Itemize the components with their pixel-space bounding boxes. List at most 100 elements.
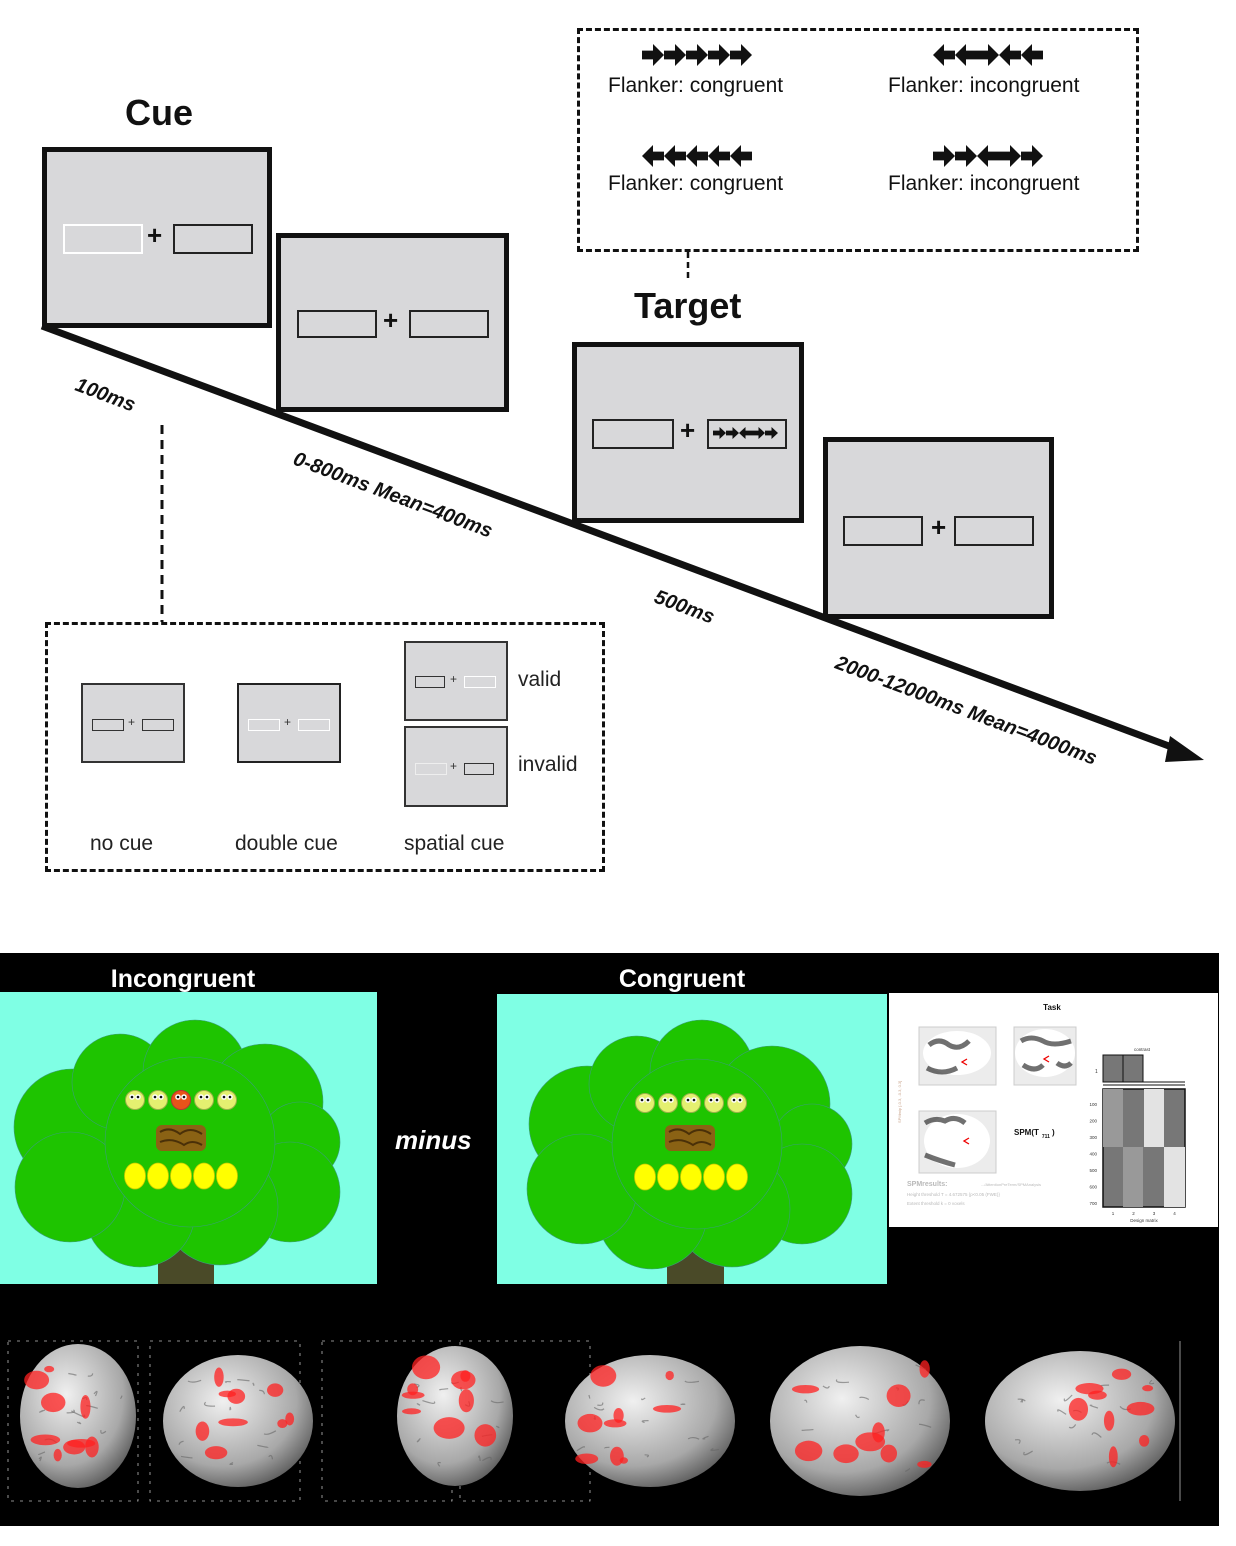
brain-renders-row <box>0 1331 1219 1521</box>
arrow-left-icon <box>642 145 664 167</box>
egg-row <box>634 1163 748 1191</box>
activation-cluster <box>44 1365 55 1373</box>
arrow-left-icon <box>977 145 999 167</box>
arrow-left-icon <box>730 145 752 167</box>
cue-conditions-box <box>45 622 605 872</box>
egg-icon <box>147 1162 169 1190</box>
iti-screen: + <box>823 437 1054 619</box>
activation-cluster <box>40 1392 66 1413</box>
brain-view-top <box>985 1351 1175 1491</box>
left-box <box>415 676 445 688</box>
bird-icon <box>704 1093 724 1113</box>
activation-cluster <box>458 1389 474 1413</box>
right-box <box>464 763 494 775</box>
brain-view-right-lateral <box>163 1355 313 1487</box>
odd-bird-icon <box>171 1090 191 1110</box>
double-cue-screen: + <box>237 683 341 763</box>
design-matrix-label: Design matrix <box>1130 1218 1158 1223</box>
arrow-left-icon <box>955 44 977 66</box>
activation-cluster <box>285 1412 295 1426</box>
y-tick-label: 300 <box>1089 1135 1097 1140</box>
activation-cluster <box>652 1404 682 1413</box>
spm-results-heading: SPMresults: <box>907 1181 947 1188</box>
x-tick-label: 3 <box>1153 1211 1156 1216</box>
bird-icon <box>194 1090 214 1110</box>
bird-icon <box>635 1093 655 1113</box>
brain-view-left-lateral <box>565 1355 735 1487</box>
activation-cluster <box>277 1419 288 1429</box>
no-cue-screen: + <box>81 683 185 763</box>
activation-cluster <box>195 1421 210 1441</box>
arrow-right-icon <box>752 427 765 439</box>
target-arrow-string <box>713 424 783 447</box>
arrow-right-icon <box>642 44 664 66</box>
y-tick-label: 500 <box>1089 1168 1097 1173</box>
congruent-scene <box>497 994 887 1284</box>
x-tick-label: 4 <box>1173 1211 1176 1216</box>
right-box <box>954 516 1034 546</box>
activation-cluster <box>204 1446 228 1460</box>
flanker-examples-box <box>577 28 1139 252</box>
activation-cluster <box>833 1444 859 1464</box>
activation-cluster <box>590 1365 617 1387</box>
egg-icon <box>680 1163 702 1191</box>
activation-cluster <box>791 1384 820 1394</box>
activation-cluster <box>919 1360 930 1378</box>
arrow-right-icon <box>713 427 726 439</box>
activation-cluster <box>1126 1401 1155 1416</box>
arrow-right-icon <box>999 145 1021 167</box>
activation-cluster <box>53 1448 62 1462</box>
activation-cluster <box>24 1370 50 1390</box>
glass-brain-axis-label: SPMmip [-0.3, -0.3, 0.3] <box>897 1081 902 1123</box>
activation-cluster <box>218 1390 236 1398</box>
y-tick-label: 100 <box>1089 1102 1097 1107</box>
fixation-cross: + <box>383 305 399 335</box>
left-box <box>592 419 674 449</box>
right-box <box>142 719 174 731</box>
arrow-right-icon <box>1021 145 1043 167</box>
y-tick-label: 400 <box>1089 1152 1097 1157</box>
activation-cluster <box>67 1439 96 1448</box>
arrow-left-icon <box>708 145 730 167</box>
activation-cluster <box>855 1432 886 1452</box>
activation-cluster <box>613 1408 624 1423</box>
fixation-cross: + <box>450 672 458 686</box>
activation-cluster <box>218 1418 248 1427</box>
nest <box>156 1125 206 1151</box>
left-box <box>92 719 124 731</box>
design-matrix <box>1102 1088 1186 1208</box>
flanker-condition-label: Flanker: incongruent <box>888 172 1080 195</box>
flanker-arrow-row <box>933 145 1043 167</box>
bird-icon <box>681 1093 701 1113</box>
arrow-right-icon <box>664 44 686 66</box>
activation-cluster <box>1111 1368 1132 1380</box>
flanker-arrow-row <box>642 44 752 66</box>
valid-label: valid <box>518 668 562 691</box>
egg-row <box>124 1162 238 1190</box>
tree-illustration <box>526 1019 853 1284</box>
left-box <box>297 310 377 338</box>
arrow-right-icon <box>730 44 752 66</box>
contrast-bar-2 <box>1122 1054 1144 1083</box>
contrast-row-label: 1 <box>1095 1069 1098 1075</box>
activation-cluster <box>80 1394 91 1419</box>
flanker-arrow-row <box>933 44 1043 66</box>
activation-cluster <box>1088 1390 1107 1400</box>
activation-cluster <box>917 1460 932 1468</box>
contrast-bar-1 <box>1102 1054 1124 1083</box>
fixation-cross: + <box>680 415 696 445</box>
activation-cluster <box>1142 1385 1154 1392</box>
contrast-label: contrast <box>1134 1047 1151 1052</box>
fmri-results-panel: Incongruent Congruent <box>0 953 1219 1526</box>
arrow-right-icon <box>765 427 778 439</box>
activation-cluster <box>575 1453 599 1464</box>
glass-brain-coronal <box>1013 1026 1077 1086</box>
spm-title: Task <box>1043 1003 1061 1012</box>
bird-icon <box>658 1093 678 1113</box>
right-box <box>409 310 489 338</box>
flanker-arrow-row <box>642 145 752 167</box>
no-cue-label: no cue <box>90 832 154 855</box>
activation-cluster <box>1108 1446 1118 1468</box>
